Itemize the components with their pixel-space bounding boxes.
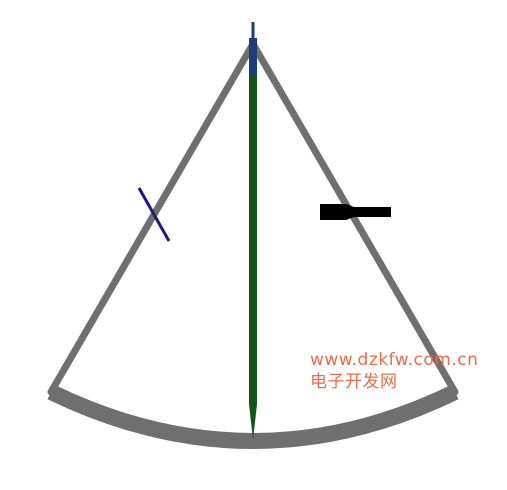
watermark-site-name: 电子开发网	[310, 372, 398, 392]
sector-right-edge	[249, 40, 459, 396]
sector-left-edge	[47, 40, 257, 396]
central-rod	[249, 74, 257, 440]
rod-top-segment	[249, 38, 257, 76]
watermark: www.dzkfw.com.cn 电子开发网	[310, 349, 478, 393]
right-edge-block	[320, 204, 391, 220]
watermark-url: www.dzkfw.com.cn	[310, 350, 479, 370]
sector-bottom-arc	[47, 384, 459, 449]
left-edge-marker	[137, 187, 171, 242]
